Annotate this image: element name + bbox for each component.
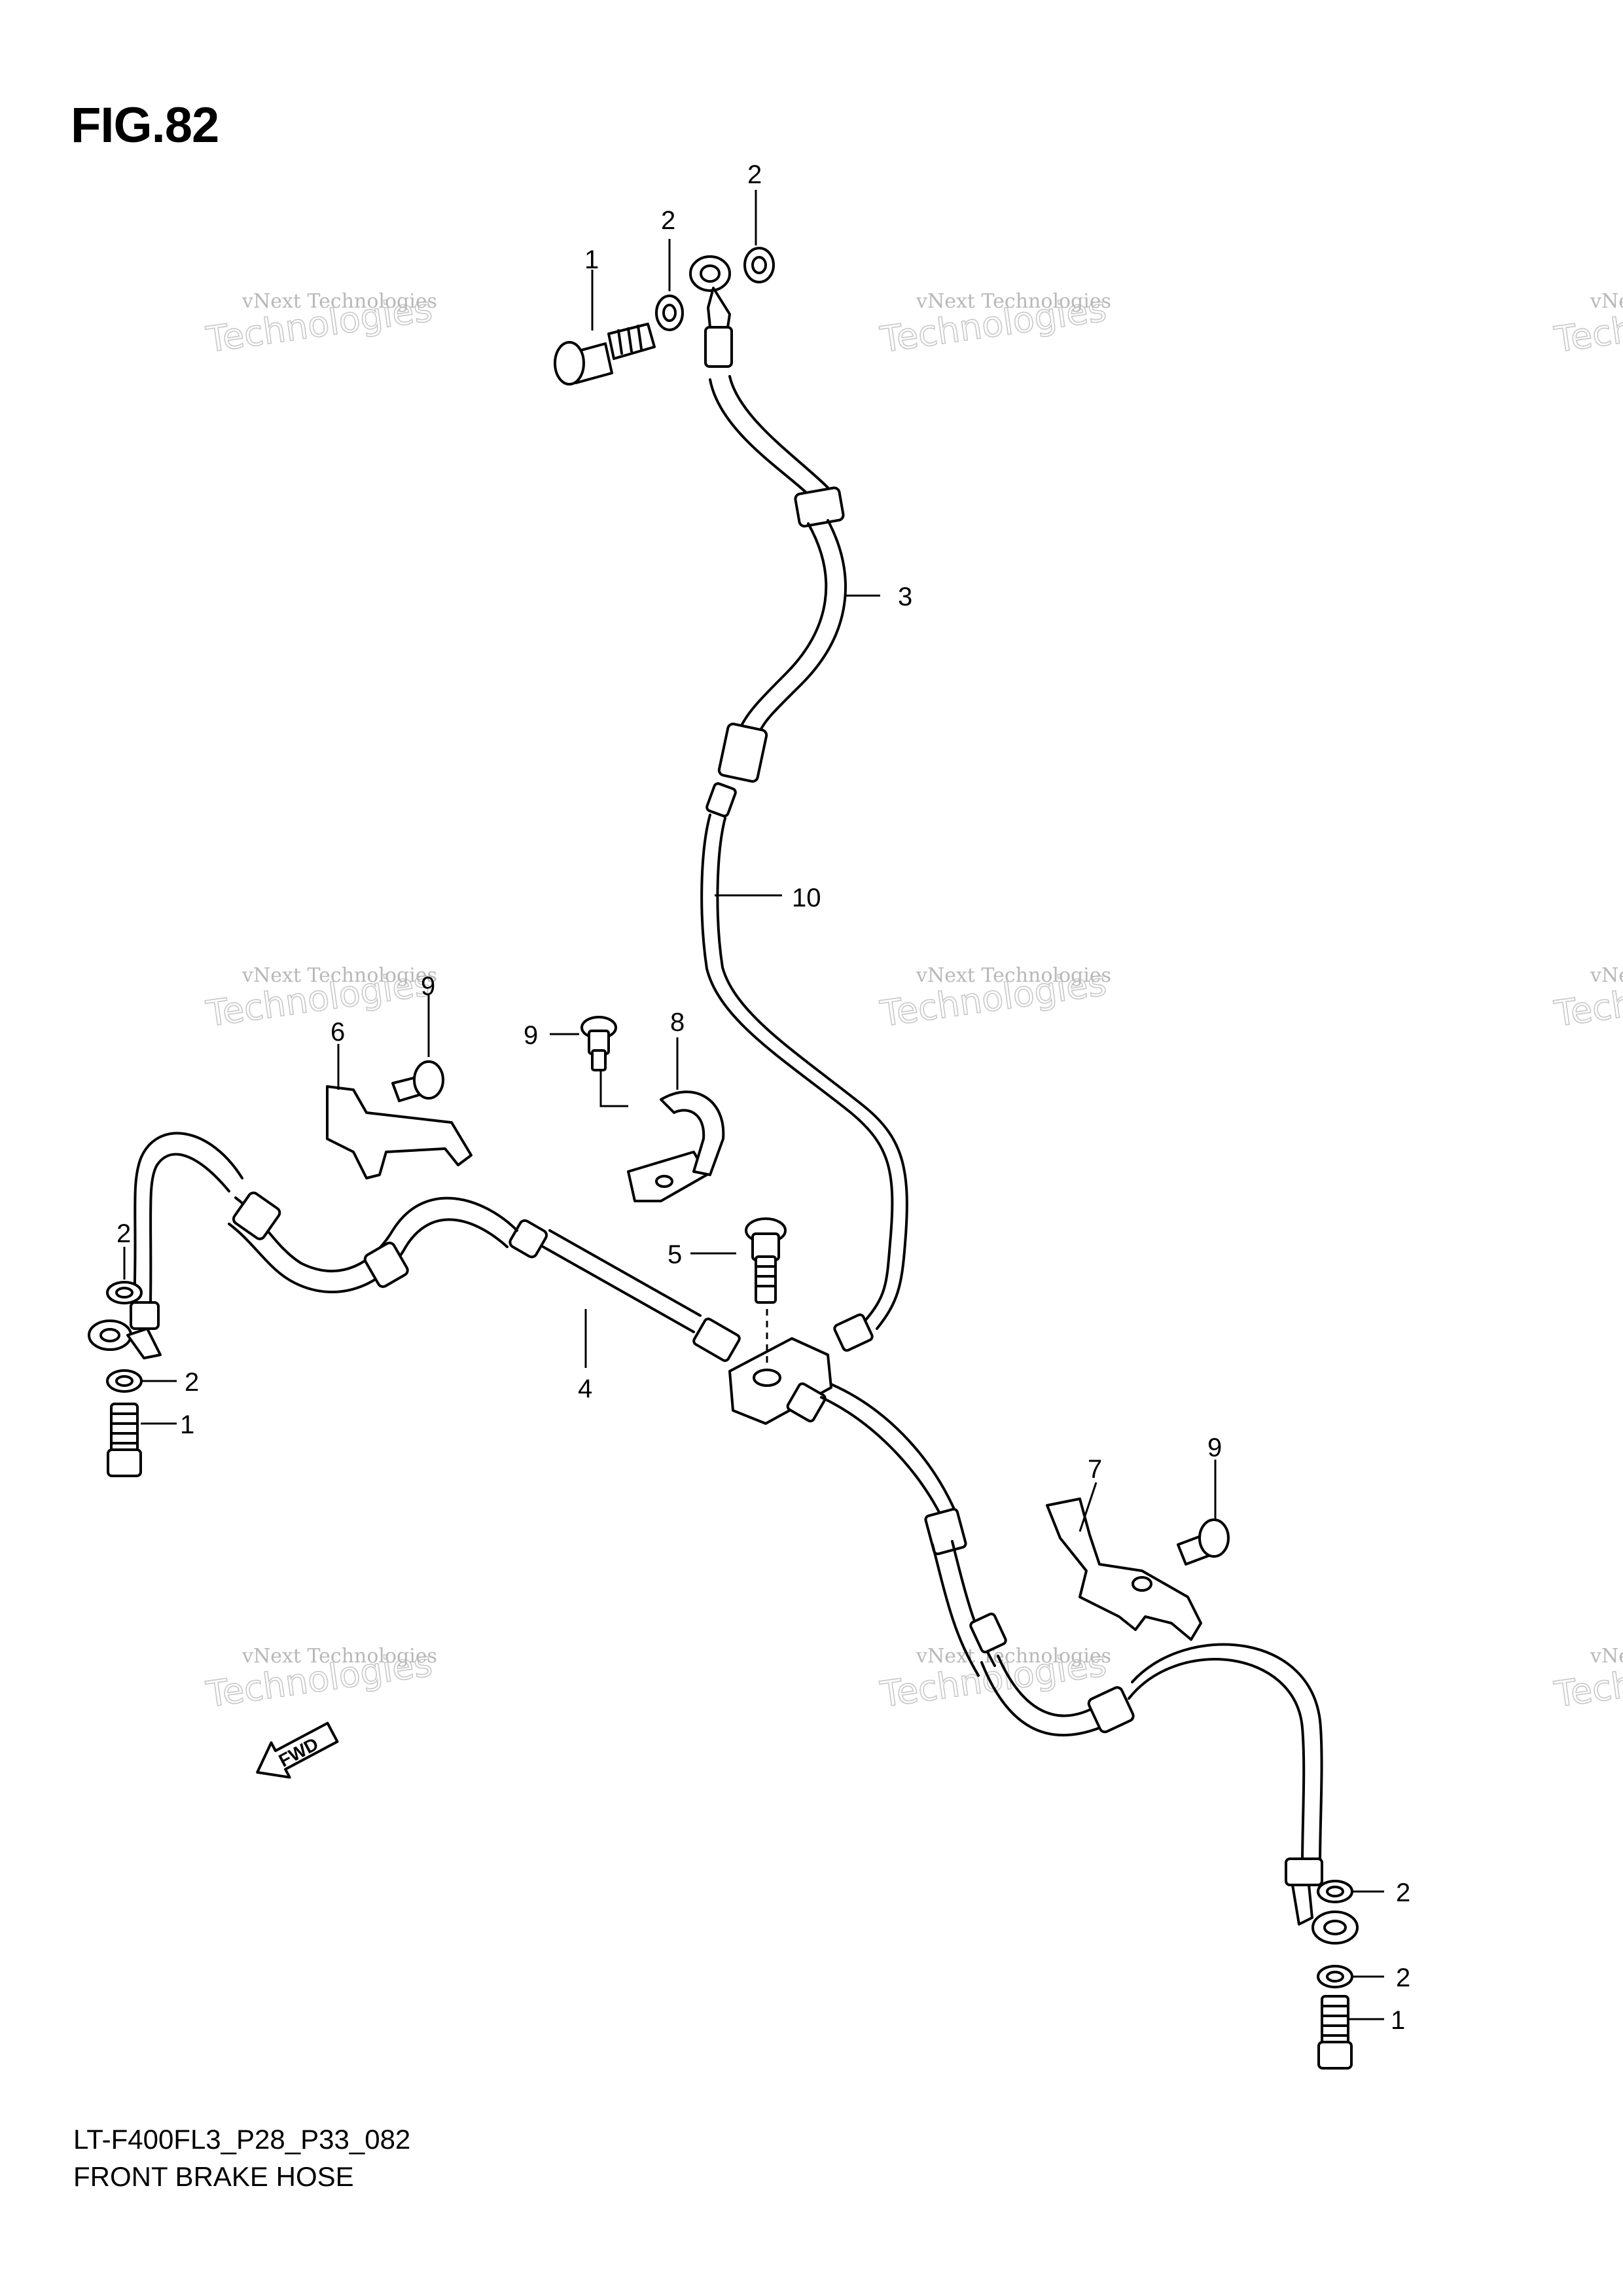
top-union-bolt xyxy=(554,323,656,386)
watermark-text: vNext Technologies xyxy=(1590,1645,1623,1668)
callout-bolt-9: 9 xyxy=(1207,1433,1222,1462)
section-title: FRONT BRAKE HOSE xyxy=(73,2161,354,2192)
leader-lines xyxy=(123,190,1384,2020)
right-washer xyxy=(1317,1965,1353,1988)
brake-pipe xyxy=(700,782,908,1352)
top-banjo-fitting xyxy=(689,255,733,368)
right-washer xyxy=(1317,1880,1353,1903)
left-banjo-fitting xyxy=(88,1319,162,1359)
callout-hose-4: 4 xyxy=(578,1374,592,1403)
right-bracket-bolt xyxy=(1177,1518,1230,1566)
left-washer xyxy=(106,1369,143,1393)
callout-bolt-1: 1 xyxy=(1391,2006,1405,2035)
watermark-text: vNext Technologies xyxy=(241,964,437,987)
callout-bolt-9: 9 xyxy=(524,1021,538,1050)
watermark-text: vNext Technologies xyxy=(1590,290,1623,313)
left-union-bolt xyxy=(107,1403,142,1477)
top-washer xyxy=(655,295,684,331)
left-bracket-bolt xyxy=(391,1060,444,1102)
callout-washer-2: 2 xyxy=(661,206,675,235)
callout-hose-3: 3 xyxy=(898,583,912,611)
left-washer xyxy=(106,1281,143,1304)
top-washer xyxy=(743,247,775,283)
left-brake-hose xyxy=(130,1132,741,1362)
upper-brake-hose xyxy=(709,375,847,783)
watermark-text: vNext Technologies xyxy=(241,290,437,313)
hose-clamp xyxy=(627,1090,725,1202)
right-union-bolt xyxy=(1317,1995,1353,2070)
callout-washer-2: 2 xyxy=(747,160,762,189)
callout-washer-2: 2 xyxy=(185,1368,199,1397)
callout-bolt-5: 5 xyxy=(668,1240,682,1269)
watermark-text: vNext Technologies xyxy=(916,964,1111,987)
callout-pipe-10: 10 xyxy=(792,884,821,912)
callout-bracket-7: 7 xyxy=(1088,1455,1102,1484)
figure-label: FIG.82 xyxy=(71,98,219,153)
right-bracket xyxy=(1046,1498,1202,1641)
watermark-text: vNext Technologies xyxy=(241,1645,437,1668)
callout-bracket-6: 6 xyxy=(330,1018,345,1047)
watermark-group: Technologies vNext Technologies Technolo… xyxy=(203,287,1623,1715)
callout-bolt-1: 1 xyxy=(584,245,599,274)
callout-washer-2: 2 xyxy=(1396,1964,1410,1992)
callout-bolt-9: 9 xyxy=(421,972,435,1001)
fwd-arrow: FWD xyxy=(256,1721,339,1779)
callout-bolt-1: 1 xyxy=(180,1410,194,1439)
callout-clamp-8: 8 xyxy=(670,1008,685,1037)
callout-washer-2: 2 xyxy=(1396,1878,1410,1907)
clamp-bolt xyxy=(580,1016,617,1071)
callout-washer-2: 2 xyxy=(116,1219,131,1248)
left-bracket xyxy=(326,1085,473,1179)
model-code: LT-F400FL3_P28_P33_082 xyxy=(73,2124,411,2155)
right-banjo-fitting xyxy=(1291,1884,1359,1945)
right-brake-hose xyxy=(786,1382,1323,1886)
watermark-text: vNext Technologies xyxy=(1590,964,1623,987)
callout-numbers: 1 2 2 3 10 9 6 9 8 2 5 2 1 4 7 9 2 2 1 xyxy=(116,160,1410,2035)
three-way-joint xyxy=(728,1309,832,1425)
watermark-text: vNext Technologies xyxy=(916,1645,1111,1668)
watermark-text: vNext Technologies xyxy=(916,290,1111,313)
junction-bolt xyxy=(745,1217,787,1304)
